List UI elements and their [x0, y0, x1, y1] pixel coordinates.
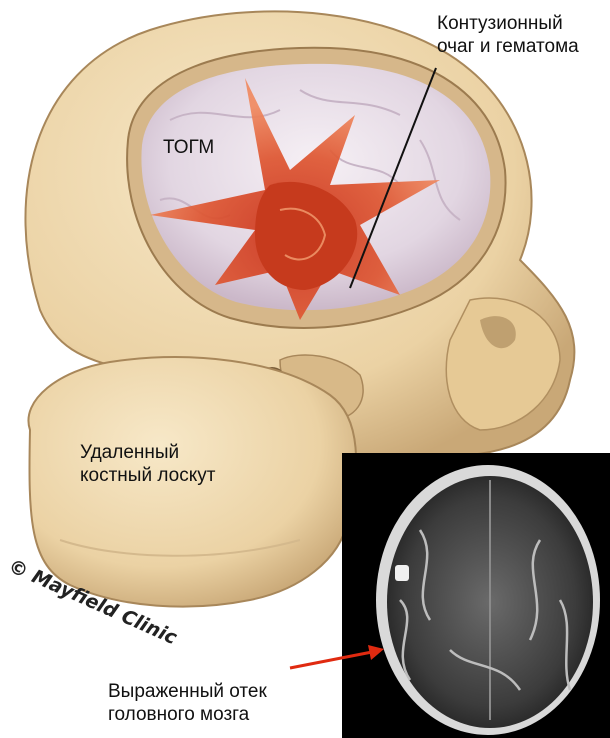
bone-flap-label-line-2: костный лоскут — [80, 464, 215, 487]
edema-label-line-1: Выраженный отек — [108, 680, 267, 703]
edema-label: Выраженный отек головного мозга — [108, 680, 267, 726]
ct-scan — [342, 453, 610, 738]
contusion-label-line-2: очаг и гематома — [437, 35, 579, 58]
togm-label: ТОГМ — [163, 136, 214, 159]
contusion-label-line-1: Контузионный — [437, 12, 579, 35]
contusion-hematoma-label: Контузионный очаг и гематома — [437, 12, 579, 58]
bone-flap-label-line-1: Удаленный — [80, 441, 215, 464]
bone-flap-label: Удаленный костный лоскут — [80, 441, 215, 487]
edema-label-line-2: головного мозга — [108, 703, 267, 726]
